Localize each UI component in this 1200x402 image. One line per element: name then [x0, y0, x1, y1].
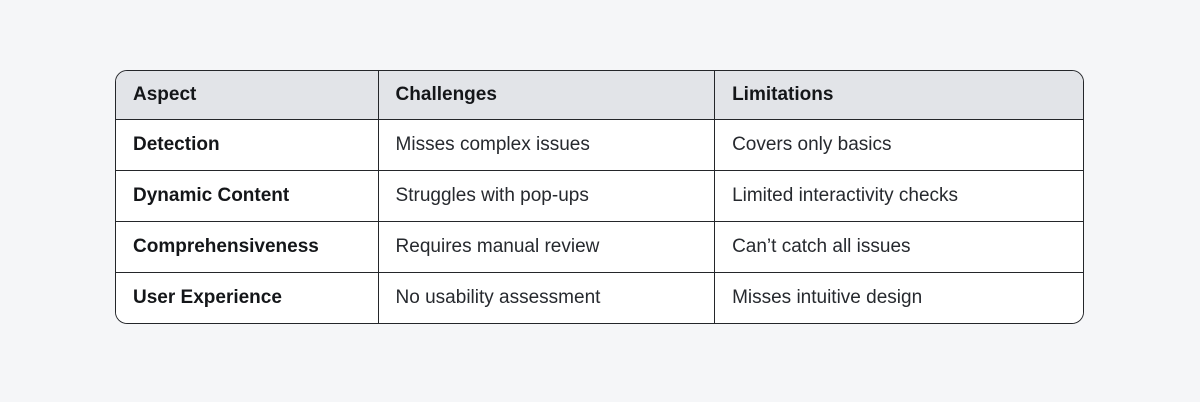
- cell-limitations: Limited interactivity checks: [714, 170, 1083, 222]
- table-row: Dynamic Content Struggles with pop-ups L…: [116, 170, 1083, 222]
- cell-challenges: No usability assessment: [377, 272, 716, 323]
- table-row: User Experience No usability assessment …: [116, 272, 1083, 323]
- column-header-aspect: Aspect: [116, 71, 379, 120]
- cell-challenges: Misses complex issues: [377, 119, 716, 171]
- comparison-table: Aspect Challenges Limitations Detection …: [116, 71, 1083, 323]
- cell-aspect: Dynamic Content: [116, 170, 379, 222]
- cell-challenges: Requires manual review: [377, 221, 716, 273]
- cell-limitations: Can’t catch all issues: [714, 221, 1083, 273]
- comparison-table-container: Aspect Challenges Limitations Detection …: [115, 70, 1084, 324]
- cell-aspect: Detection: [116, 119, 379, 171]
- table-row: Detection Misses complex issues Covers o…: [116, 119, 1083, 171]
- cell-aspect: User Experience: [116, 272, 379, 323]
- table-row: Comprehensiveness Requires manual review…: [116, 221, 1083, 273]
- cell-limitations: Covers only basics: [714, 119, 1083, 171]
- table-header-row: Aspect Challenges Limitations: [116, 71, 1083, 120]
- cell-aspect: Comprehensiveness: [116, 221, 379, 273]
- cell-limitations: Misses intuitive design: [714, 272, 1083, 323]
- column-header-limitations: Limitations: [714, 71, 1083, 120]
- cell-challenges: Struggles with pop-ups: [377, 170, 716, 222]
- column-header-challenges: Challenges: [377, 71, 716, 120]
